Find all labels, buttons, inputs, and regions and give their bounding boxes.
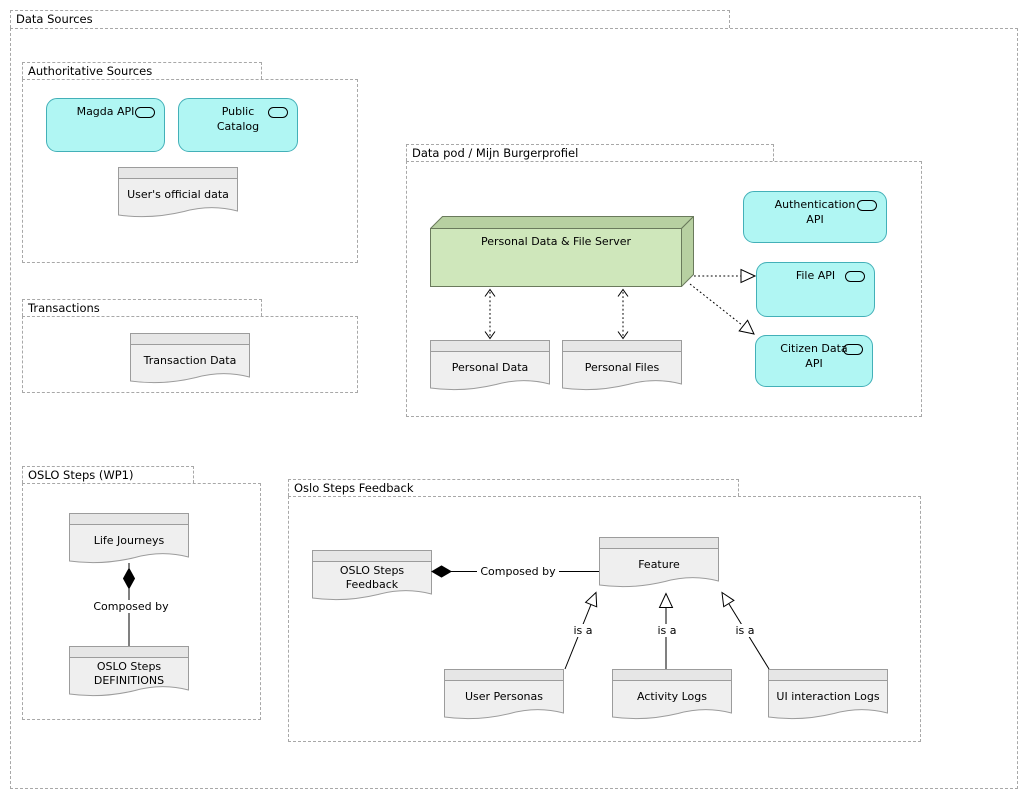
document-label: OSLO Steps Feedback [339, 563, 405, 591]
service-label: Authentication API [774, 198, 856, 226]
group-tab-authoritative-sources[interactable]: Authoritative Sources [22, 62, 262, 79]
document-shape-icon [599, 537, 719, 588]
document-user-personas[interactable]: User Personas [444, 669, 564, 721]
group-tab-data-pod[interactable]: Data pod / Mijn Burgerprofiel [406, 144, 774, 161]
relation-label-is-a: is a [566, 624, 600, 637]
application-service-icon [135, 107, 155, 118]
application-service-icon [857, 200, 877, 211]
service-public-catalog[interactable]: Public Catalog [178, 98, 298, 152]
group-label-authoritative-sources: Authoritative Sources [28, 64, 153, 78]
service-label: Public Catalog [216, 105, 260, 133]
document-shape-icon [69, 513, 189, 564]
group-label-data-sources: Data Sources [16, 12, 93, 26]
document-shape-icon [562, 340, 682, 391]
document-oslo-steps-feedback[interactable]: OSLO Steps Feedback [312, 550, 432, 602]
group-tab-data-sources[interactable]: Data Sources [10, 10, 730, 28]
service-label: Magda API [76, 105, 135, 118]
group-body-authoritative-sources[interactable] [22, 79, 358, 263]
document-shape-icon [118, 167, 238, 218]
group-tab-oslo-steps-feedback[interactable]: Oslo Steps Feedback [288, 479, 739, 496]
service-label: Citizen Data API [780, 342, 848, 370]
document-label: OSLO Steps DEFINITIONS [93, 659, 165, 687]
relation-label-composed-by: Composed by [90, 600, 172, 613]
document-activity-logs[interactable]: Activity Logs [612, 669, 732, 721]
group-body-data-pod[interactable] [406, 161, 922, 417]
group-label-transactions: Transactions [28, 301, 100, 315]
document-shape-icon [130, 333, 250, 384]
application-service-icon [268, 107, 288, 118]
document-shape-icon [768, 669, 888, 720]
document-shape-icon [612, 669, 732, 720]
document-users-official-data[interactable]: User's official data [118, 167, 238, 219]
document-label: User Personas [464, 689, 543, 703]
service-label: File API [795, 269, 836, 282]
document-label: UI interaction Logs [776, 689, 880, 703]
document-feature[interactable]: Feature [599, 537, 719, 589]
node-personal-data-file-server[interactable]: Personal Data & File Server [429, 215, 695, 288]
document-label: Personal Data [451, 360, 529, 374]
service-file-api[interactable]: File API [756, 262, 875, 317]
node-label: Personal Data & File Server [480, 235, 632, 248]
relation-label-is-a: is a [728, 624, 762, 637]
group-label-data-pod: Data pod / Mijn Burgerprofiel [412, 146, 579, 160]
application-service-icon [843, 344, 863, 355]
relation-label-composed-by: Composed by [477, 565, 559, 578]
document-ui-interaction-logs[interactable]: UI interaction Logs [768, 669, 888, 721]
relation-label-is-a: is a [650, 624, 684, 637]
document-transaction-data[interactable]: Transaction Data [130, 333, 250, 385]
node-3d-shape-icon [429, 215, 695, 288]
document-label: Feature [638, 557, 680, 571]
document-shape-icon [430, 340, 550, 391]
group-body-data-sources[interactable] [10, 28, 1018, 789]
document-shape-icon [444, 669, 564, 720]
document-shape-icon [69, 646, 189, 697]
group-label-oslo-steps-wp1: OSLO Steps (WP1) [28, 468, 134, 482]
document-label: Life Journeys [93, 533, 165, 547]
document-oslo-steps-definitions[interactable]: OSLO Steps DEFINITIONS [69, 646, 189, 698]
document-label: User's official data [127, 187, 229, 201]
document-label: Transaction Data [143, 353, 237, 367]
group-label-oslo-steps-feedback: Oslo Steps Feedback [294, 481, 414, 495]
document-shape-icon [312, 550, 432, 601]
group-body-transactions[interactable] [22, 316, 358, 393]
group-tab-oslo-steps-wp1[interactable]: OSLO Steps (WP1) [22, 466, 194, 483]
application-service-icon [845, 271, 865, 282]
group-body-oslo-steps-feedback[interactable] [288, 496, 921, 742]
group-body-oslo-steps-wp1[interactable] [22, 483, 261, 720]
document-label: Activity Logs [636, 689, 707, 703]
document-life-journeys[interactable]: Life Journeys [69, 513, 189, 565]
service-citizen-data-api[interactable]: Citizen Data API [755, 335, 873, 387]
document-personal-files[interactable]: Personal Files [562, 340, 682, 392]
document-label: Personal Files [584, 360, 660, 374]
document-personal-data[interactable]: Personal Data [430, 340, 550, 392]
service-authentication-api[interactable]: Authentication API [743, 191, 887, 243]
service-magda-api[interactable]: Magda API [46, 98, 165, 152]
group-tab-transactions[interactable]: Transactions [22, 299, 262, 316]
